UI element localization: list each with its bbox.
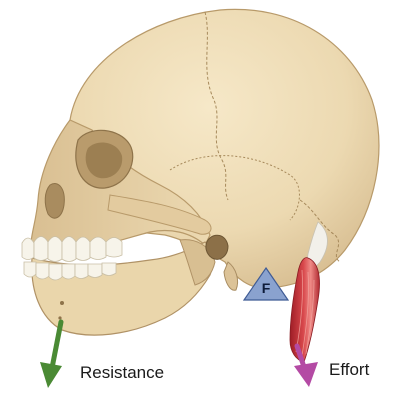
mental-foramen-2 — [58, 316, 61, 319]
nasal-cavity — [45, 184, 64, 219]
resistance-label: Resistance — [80, 364, 164, 381]
effort-label: Effort — [329, 361, 369, 378]
resistance-arrow-icon — [40, 322, 62, 388]
mental-foramen — [60, 301, 64, 305]
fulcrum-label: F — [259, 281, 273, 295]
external-acoustic-meatus — [206, 235, 228, 259]
